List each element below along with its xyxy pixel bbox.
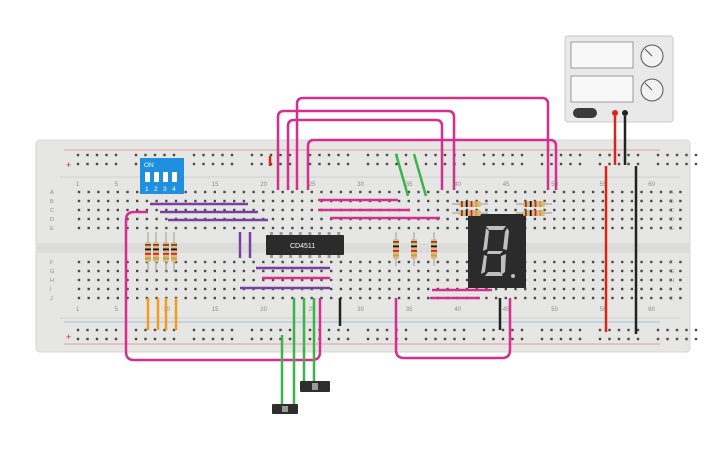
- row-letter: E: [50, 226, 54, 232]
- wire-magenta-loops[interactable]: [262, 96, 558, 300]
- column-number: 15: [212, 307, 219, 313]
- dip-toggle-2[interactable]: [154, 172, 159, 182]
- dip-num-2: 2: [154, 186, 158, 193]
- column-number: 5: [115, 182, 119, 188]
- resistor-icon[interactable]: [145, 242, 151, 262]
- dip-num-4: 4: [172, 186, 176, 193]
- column-number: 20: [260, 307, 267, 313]
- chip-cd4511[interactable]: CD4511: [266, 232, 344, 258]
- column-number: 1: [76, 182, 80, 188]
- column-number: 5: [115, 307, 119, 313]
- resistor-icon[interactable]: [153, 242, 159, 262]
- row-letter: J: [50, 296, 53, 302]
- slide-switch-icon[interactable]: [272, 381, 330, 414]
- column-number: 40: [454, 307, 461, 313]
- column-number: 35: [406, 182, 413, 188]
- resistor-icon[interactable]: [171, 242, 177, 262]
- row-letter: D: [50, 217, 54, 223]
- wire-orange[interactable]: [146, 298, 178, 330]
- row-letter: I: [50, 287, 52, 293]
- rail-plus-label-bottom: +: [66, 332, 71, 342]
- column-number: 30: [357, 182, 364, 188]
- column-number: 25: [309, 182, 316, 188]
- rail-plus-label: +: [66, 160, 71, 170]
- column-number: 30: [357, 307, 364, 313]
- column-number: 25: [309, 307, 316, 313]
- resistor-group[interactable]: [145, 201, 552, 272]
- column-number: 45: [503, 307, 510, 313]
- breadboard-labels: 1155101015152020252530303535404045455050…: [50, 182, 674, 313]
- row-letter: H: [50, 278, 54, 284]
- wire-magenta-bottom[interactable]: [124, 210, 512, 362]
- row-letter: C: [50, 208, 54, 214]
- column-number: 55: [600, 307, 607, 313]
- wire-purple[interactable]: [150, 202, 330, 290]
- seven-segment-display-icon[interactable]: [468, 214, 526, 288]
- column-number: 55: [600, 182, 607, 188]
- column-number: 40: [454, 182, 461, 188]
- row-letter: G: [670, 269, 674, 275]
- dip-toggle-4[interactable]: [172, 172, 177, 182]
- column-number: 60: [648, 182, 655, 188]
- dip-toggle-1[interactable]: [145, 172, 150, 182]
- row-letter: I: [670, 287, 672, 293]
- resistor-icon[interactable]: [411, 239, 417, 259]
- dip-num-3: 3: [163, 186, 167, 193]
- column-number: 35: [406, 307, 413, 313]
- wire-green[interactable]: [280, 153, 428, 408]
- row-letter: H: [670, 278, 674, 284]
- row-letter: C: [670, 208, 674, 214]
- row-letter: A: [670, 190, 674, 196]
- resistor-icon[interactable]: [163, 242, 169, 262]
- column-number: 45: [503, 182, 510, 188]
- row-letter: J: [670, 296, 673, 302]
- column-number: 1: [76, 307, 80, 313]
- row-letter: F: [50, 260, 54, 266]
- resistor-icon[interactable]: [431, 239, 437, 259]
- wire-power[interactable]: [268, 116, 638, 334]
- row-letter: D: [670, 217, 674, 223]
- column-number: 50: [551, 307, 558, 313]
- row-letter: E: [670, 226, 674, 232]
- column-number: 60: [648, 307, 655, 313]
- dip-toggle-3[interactable]: [163, 172, 168, 182]
- power-supply-icon[interactable]: [564, 35, 674, 123]
- dip-num-1: 1: [145, 186, 149, 193]
- chip-label: CD4511: [290, 243, 315, 250]
- row-letter: F: [670, 260, 674, 266]
- dip-on-label: ON: [144, 162, 154, 169]
- column-number: 15: [212, 182, 219, 188]
- resistor-icon[interactable]: [393, 239, 399, 259]
- row-letter: B: [670, 199, 674, 205]
- row-letter: A: [50, 190, 54, 196]
- row-letter: B: [50, 199, 54, 205]
- dip-switch-icon[interactable]: ON 1 2 3 4: [140, 158, 184, 194]
- row-letter: G: [50, 269, 54, 275]
- column-number: 20: [260, 182, 267, 188]
